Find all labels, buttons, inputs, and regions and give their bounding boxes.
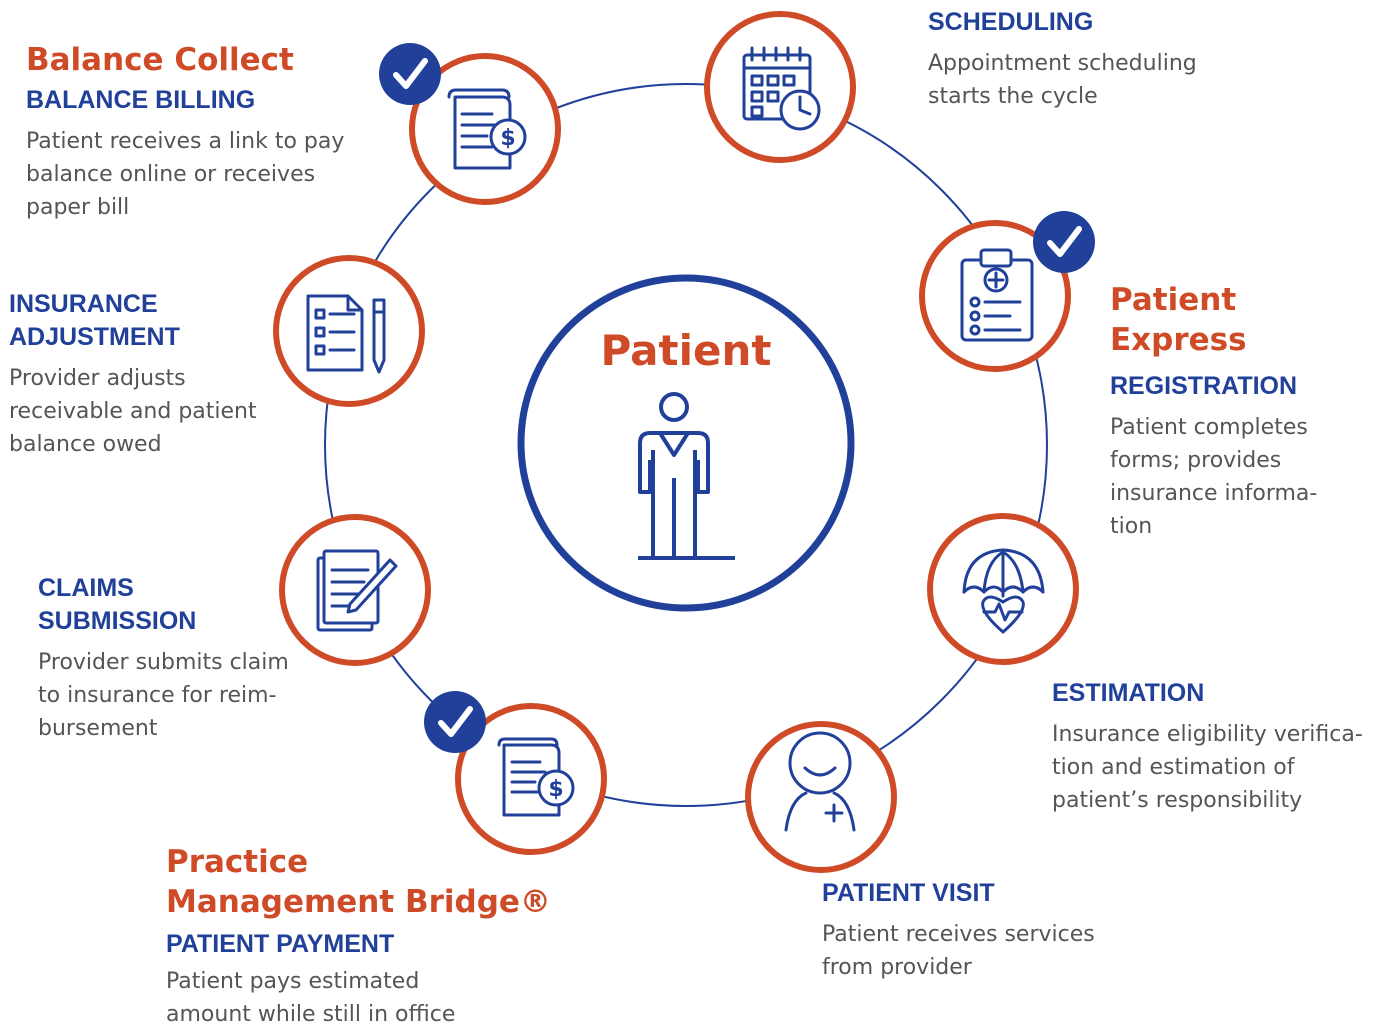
center-circle [517, 274, 855, 612]
checkmark-icon [1033, 211, 1095, 273]
claims-submission-label: CLAIMS SUBMISSION Provider submits claim… [38, 572, 289, 745]
person-icon [638, 392, 735, 560]
balance-billing-heading: BALANCE BILLING [26, 86, 256, 114]
patient-payment-heading: PATIENT PAYMENT [166, 930, 395, 958]
patient-visit-node [745, 721, 897, 873]
balance-collect-brand: Balance Collect [26, 42, 294, 78]
patient-visit-heading: PATIENT VISIT [822, 879, 995, 907]
checklist-pen-icon [306, 294, 386, 374]
claims-submission-heading: CLAIMS SUBMISSION [38, 574, 197, 635]
balance-billing-label: Balance Collect BALANCE BILLING Patient … [26, 40, 344, 224]
document-pen-icon [316, 549, 398, 632]
svg-text:$: $ [548, 777, 563, 802]
svg-text:$: $ [500, 126, 515, 151]
registration-heading: REGISTRATION [1110, 372, 1298, 400]
registration-label: Patient Express REGISTRATION Patient com… [1110, 280, 1317, 543]
patient-express-brand: Patient Express [1110, 282, 1247, 358]
patient-payment-node [455, 703, 607, 855]
scheduling-node [704, 11, 856, 163]
checkmark-icon [424, 691, 486, 753]
clipboard-medical-icon [960, 248, 1034, 342]
estimation-label: ESTIMATION Insurance eligibility verific… [1052, 677, 1363, 817]
balance-billing-description: Patient receives a link to pay balance o… [26, 129, 345, 220]
practice-management-bridge-brand: Practice Management Bridge® [166, 844, 551, 920]
estimation-heading: ESTIMATION [1052, 679, 1205, 707]
insurance-adjustment-heading: INSURANCE ADJUSTMENT [9, 290, 180, 351]
patient-visit-description: Patient receives services from provider [822, 922, 1095, 980]
scheduling-heading: SCHEDULING [928, 8, 1094, 36]
scheduling-label: SCHEDULING Appointment scheduling starts… [928, 6, 1197, 113]
patient-visit-label: PATIENT VISIT Patient receives services … [822, 877, 1095, 984]
patient-payment-description: Patient pays estimated amount while stil… [166, 969, 456, 1027]
scheduling-description: Appointment scheduling starts the cycle [928, 51, 1197, 109]
insurance-adjustment-label: INSURANCE ADJUSTMENT Provider adjusts re… [9, 288, 257, 461]
cycle-ring [324, 83, 1048, 807]
calendar-clock-icon [742, 46, 821, 131]
claims-submission-description: Provider submits claim to insurance for … [38, 650, 289, 741]
estimation-description: Insurance eligibility verifica- tion and… [1052, 722, 1363, 813]
insurance-adjustment-description: Provider adjusts receivable and patient … [9, 366, 257, 457]
registration-description: Patient completes forms; provides insura… [1110, 415, 1318, 539]
patient-smile-icon [784, 731, 856, 832]
center-title: Patient [601, 326, 772, 375]
checkmark-icon [379, 43, 441, 105]
bill-dollar-icon: $ [447, 88, 527, 170]
umbrella-heart-icon [962, 548, 1045, 634]
patient-payment-label: Practice Management Bridge® PATIENT PAYM… [166, 842, 551, 1031]
invoice-dollar-icon: $ [497, 737, 575, 817]
